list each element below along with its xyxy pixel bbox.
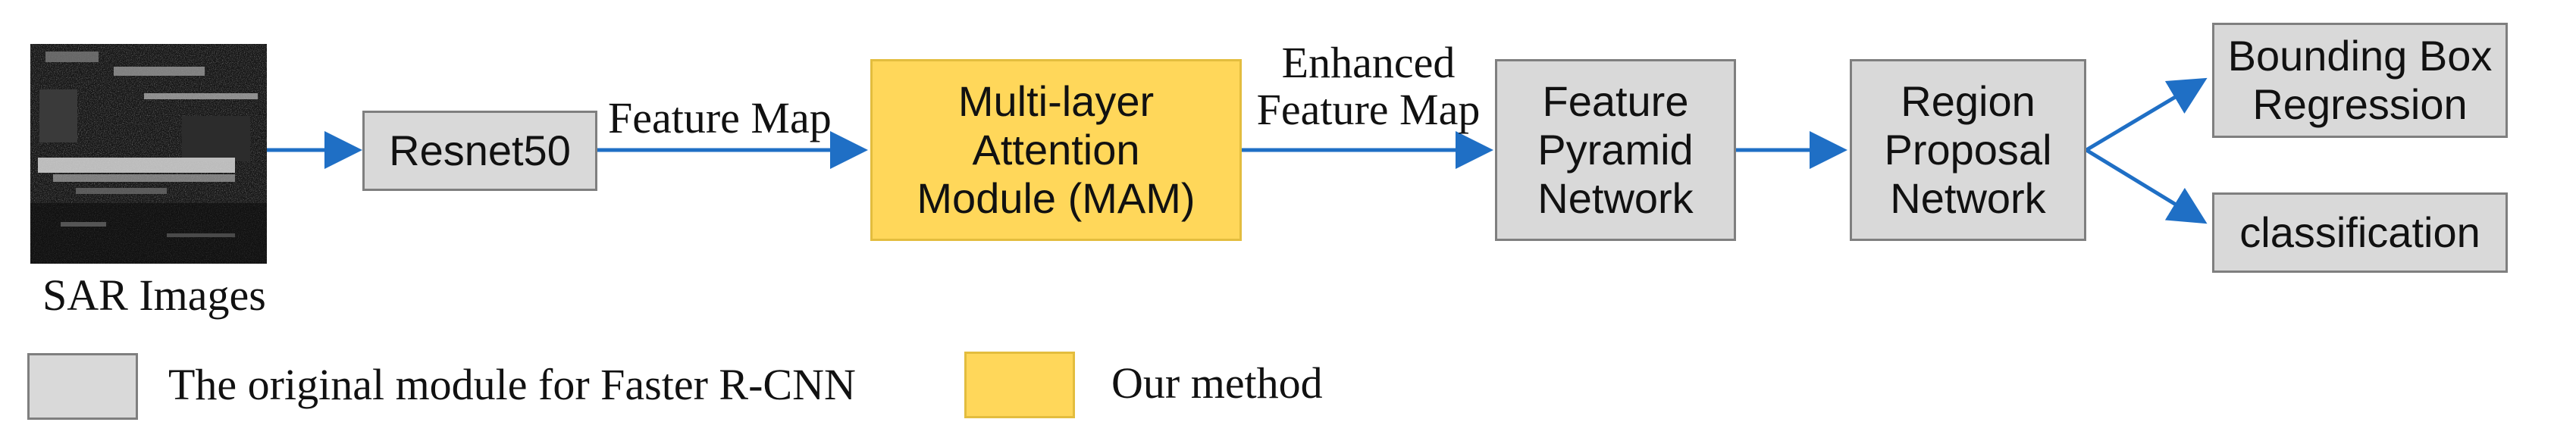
rpn-line-1: Region	[1901, 77, 2035, 125]
mam-line-2: Attention	[972, 126, 1140, 174]
arrow-rpn-to-bbox	[2085, 77, 2208, 152]
sar-image	[30, 44, 267, 264]
enhanced-line-1: Enhanced	[1281, 38, 1456, 87]
mam-line-3: Module (MAM)	[917, 174, 1196, 222]
classification-label: classification	[2239, 208, 2480, 256]
bbox-line-2: Regression	[2252, 80, 2468, 128]
legend-label-original: The original module for Faster R-CNN	[168, 360, 856, 409]
rpn-line-2: Proposal	[1884, 126, 2052, 174]
mam-line-1: Multi-layer	[957, 77, 1155, 125]
legend-swatch-ours	[964, 352, 1075, 418]
arrow-rpn-to-cls	[2085, 148, 2208, 224]
fpn-line-2: Pyramid	[1537, 126, 1694, 174]
bbox-regression-module: Bounding Box Regression	[2212, 23, 2508, 138]
classification-module: classification	[2212, 192, 2508, 273]
resnet50-module: Resnet50	[362, 111, 597, 191]
feature-map-label: Feature Map	[608, 93, 832, 142]
rpn-module: Region Proposal Network	[1850, 59, 2086, 241]
rpn-line-3: Network	[1890, 174, 2046, 222]
sar-images-label: SAR Images	[42, 271, 266, 320]
mam-module: Multi-layer Attention Module (MAM)	[870, 59, 1242, 241]
enhanced-line-2: Feature Map	[1256, 85, 1481, 134]
fpn-line-3: Network	[1537, 174, 1694, 222]
legend-swatch-original	[27, 353, 138, 420]
bbox-line-1: Bounding Box	[2227, 32, 2493, 80]
legend-label-ours: Our method	[1111, 358, 1323, 408]
fpn-module: Feature Pyramid Network	[1495, 59, 1736, 241]
enhanced-feature-map-label: Enhanced Feature Map	[1243, 39, 1493, 133]
resnet50-label: Resnet50	[389, 127, 571, 174]
fpn-line-1: Feature	[1542, 77, 1689, 125]
